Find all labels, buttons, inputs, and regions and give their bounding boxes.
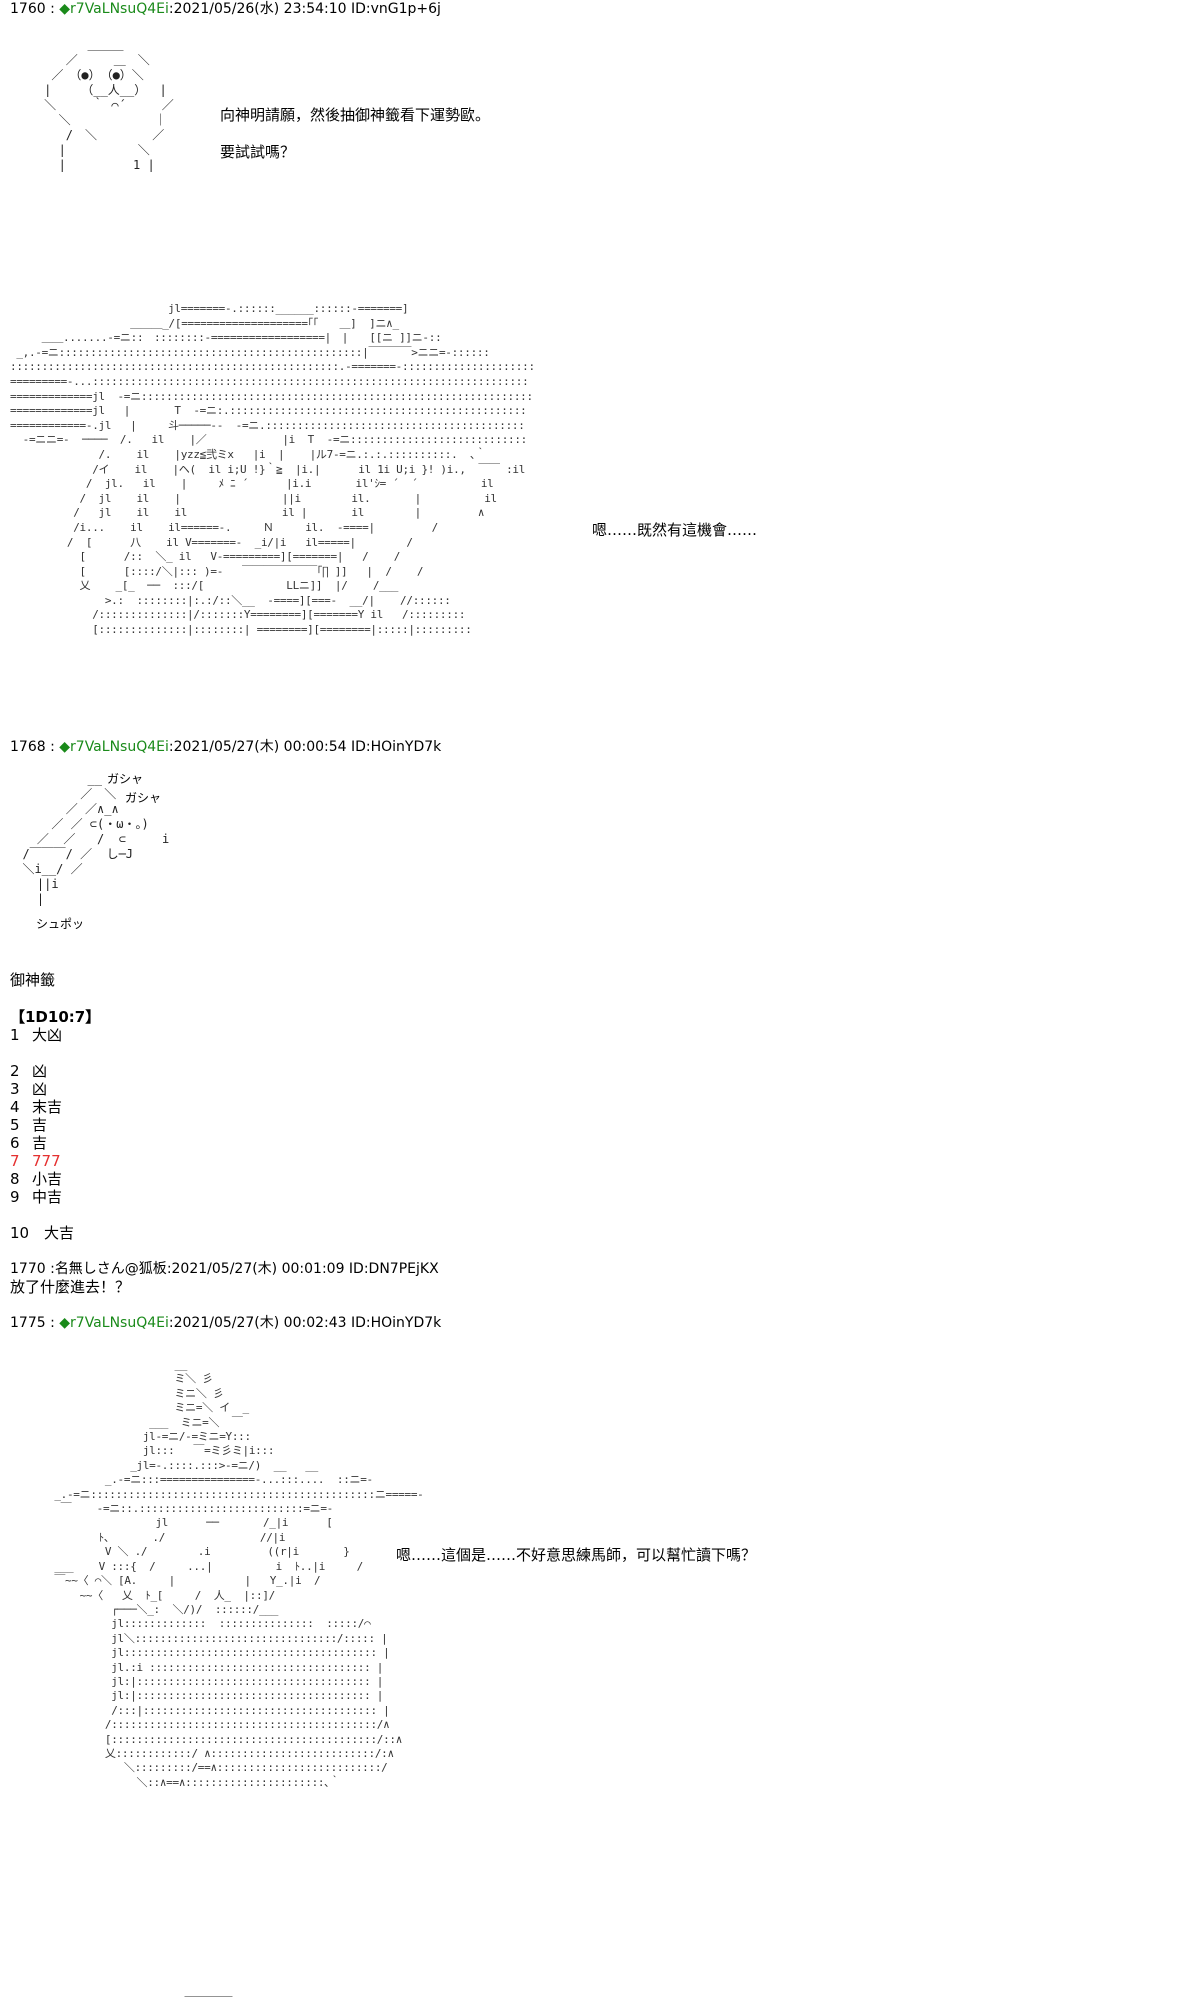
post-meta: :2021/05/27(木) 00:02:43 ID:HOinYD7k (168, 1315, 442, 1331)
ascii-art-face: ＿＿＿ ／ ＿ ＼ ／ （●） （●）＼ | （__人__） | ＼ ｀ ⌒´ … (44, 38, 174, 172)
omikuji-label: 御神籤 (10, 971, 56, 989)
post-number[interactable]: 1768 (10, 739, 46, 755)
sfx-gasha-1: ガシャ (107, 772, 144, 786)
post-separator: : (50, 739, 55, 755)
post-number[interactable]: 1760 (10, 1, 46, 17)
post-trip: ◆r7VaLNsuQ4Ei (59, 739, 169, 755)
speech-post-1760b: 嗯……既然有這機會…… (592, 521, 758, 539)
post-meta: :2021/05/27(木) 00:00:54 ID:HOinYD7k (168, 739, 442, 755)
speech-line-1: 向神明請願，然後抽御神籤看下運勢歐。 (220, 106, 491, 124)
speech-line-2: 要試試嗎？ (220, 143, 296, 161)
ascii-art-witch: __ ミ＼ 彡 ミニ＼ 彡 ミニ=＼ イ _ ___ ミニ=＼ ￣ jl-=ニ/… (54, 1358, 424, 1789)
post-header-1775: 1775 : ◆r7VaLNsuQ4Ei:2021/05/27(木) 00:02… (10, 1314, 441, 1332)
post-header-1768: 1768 : ◆r7VaLNsuQ4Ei:2021/05/27(木) 00:00… (10, 738, 441, 756)
post-name: 名無しさん@狐板 (54, 1261, 167, 1277)
sfx-gasha-2: ガシャ (125, 791, 162, 805)
post-separator: : (50, 1315, 55, 1331)
dice-roll-title: 【1D10:7】 (10, 1008, 101, 1026)
ascii-art-shrine: jl=======-.::::::______::::::-=======] ＿… (10, 302, 535, 637)
post-header-1760: 1760 : ◆r7VaLNsuQ4Ei:2021/05/26(水) 23:54… (10, 0, 441, 18)
post-trip: ◆r7VaLNsuQ4Ei (59, 1315, 169, 1331)
post-number[interactable]: 1770 (10, 1261, 46, 1277)
post-meta: :2021/05/26(水) 23:54:10 ID:vnG1p+6j (168, 1, 441, 17)
ascii-art-shaking-box: __ ／ ＼ ／ ／∧_∧ ／ ／ ⊂(・ω・。) ／ ／ / ⊂ i /￣￣￣… (22, 772, 170, 906)
post-separator: : (50, 1, 55, 17)
post-trip: ◆r7VaLNsuQ4Ei (59, 1, 169, 17)
post-number[interactable]: 1775 (10, 1315, 46, 1331)
post-body-1770: 放了什麼進去！？ (10, 1278, 131, 1296)
ascii-art-partial-bottom: ＿＿＿＿ (170, 1984, 233, 1998)
post-header-1770: 1770 :名無しさん@狐板:2021/05/27(木) 00:01:09 ID… (10, 1260, 439, 1278)
post-separator: : (50, 1261, 55, 1277)
speech-post-1775: 嗯……這個是……不好意思練馬師，可以幫忙讀下嗎？ (396, 1546, 757, 1564)
post-meta: :2021/05/27(木) 00:01:09 ID:DN7PEjKX (166, 1261, 439, 1277)
sfx-shupo: シュポッ (36, 917, 85, 931)
